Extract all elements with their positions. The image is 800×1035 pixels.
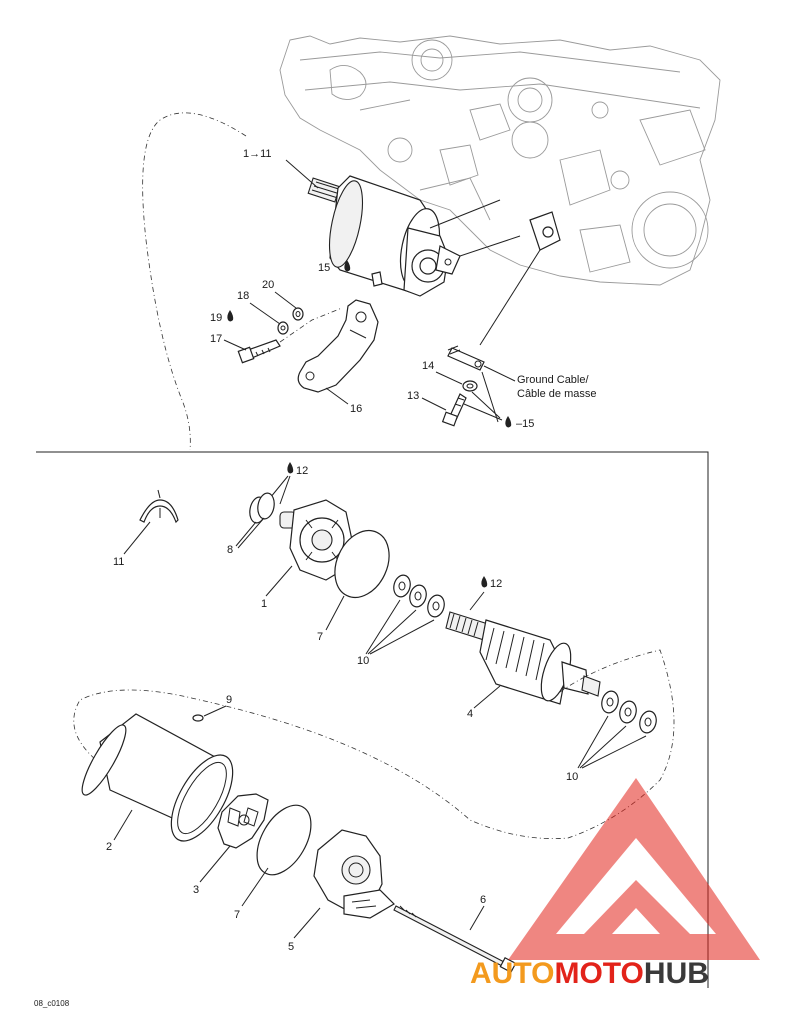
part-4-armature [445,611,601,705]
part-5-rear-cover [313,829,395,919]
callout-11: 11 [113,556,124,568]
watermark-hub: HUB [644,957,709,990]
callout-20: 20 [262,279,274,291]
part-10-washers-lower [601,690,657,734]
callout-10-upper: 10 [357,655,369,667]
callout-4: 4 [467,708,473,720]
callout-9: 9 [226,694,232,706]
callout-17: 17 [210,333,222,345]
callout-1: 1 [261,598,267,610]
callout-2: 2 [106,841,112,853]
callout-8: 8 [227,544,233,556]
housing-reference-line [73,649,675,839]
ground-cable-group [441,345,485,427]
part-8-o-rings [249,492,275,524]
callout-12-seals: 12 [296,465,308,477]
svg-text:AUTOMOTOHUB: AUTOMOTOHUB [470,957,709,990]
automotohub-watermark: AUTOMOTOHUB [470,778,760,990]
callout-15-starter: 15 [318,262,330,274]
callout-12-armature: 12 [490,578,502,590]
part-9-small-ring [192,714,204,722]
callout-16: 16 [350,403,362,415]
figure-code: 08_c0108 [34,999,70,1008]
callout-19: 19 [210,312,222,324]
watermark-auto: AUTO [470,957,554,990]
part-11-retaining-clip [139,489,179,524]
bracket-bolt-group [237,299,379,393]
callout-1-11: 1→11 [243,148,272,160]
loctite-drop-icon [287,462,294,474]
callout-10-lower: 10 [566,771,578,783]
callout-18: 18 [237,290,249,302]
callout-7-upper: 7 [317,631,323,643]
exploded-view-frame [36,451,709,988]
part-6-through-bolt [393,905,517,974]
engine-block-illustration [279,35,721,286]
loctite-drop-icon [344,260,351,272]
loctite-drop-icon [227,310,234,322]
ground-cable-label-en: Ground Cable/ [517,374,589,386]
callout-5: 5 [288,941,294,953]
watermark-logo-triangle [508,778,760,960]
loctite-drop-icon [481,576,488,588]
part-2-yoke-housing [81,713,234,842]
starter-assembly-top [307,175,521,297]
callout-14: 14 [422,360,434,372]
loctite-drop-icon [505,416,512,428]
ground-cable-label-fr: Câble de masse [517,388,597,400]
watermark-moto: MOTO [554,957,643,990]
callout-3: 3 [193,884,199,896]
part-3-brush-holder [217,793,269,849]
part-7-o-ring-upper [334,529,390,599]
callout-13: 13 [407,390,419,402]
callout-15-ground: –15 [516,418,534,430]
bracket-part-16 [297,299,379,393]
assembly-reference-line [142,112,247,451]
part-10-washers-upper [393,574,445,618]
callout-7-lower: 7 [234,909,240,921]
callout-6: 6 [480,894,486,906]
